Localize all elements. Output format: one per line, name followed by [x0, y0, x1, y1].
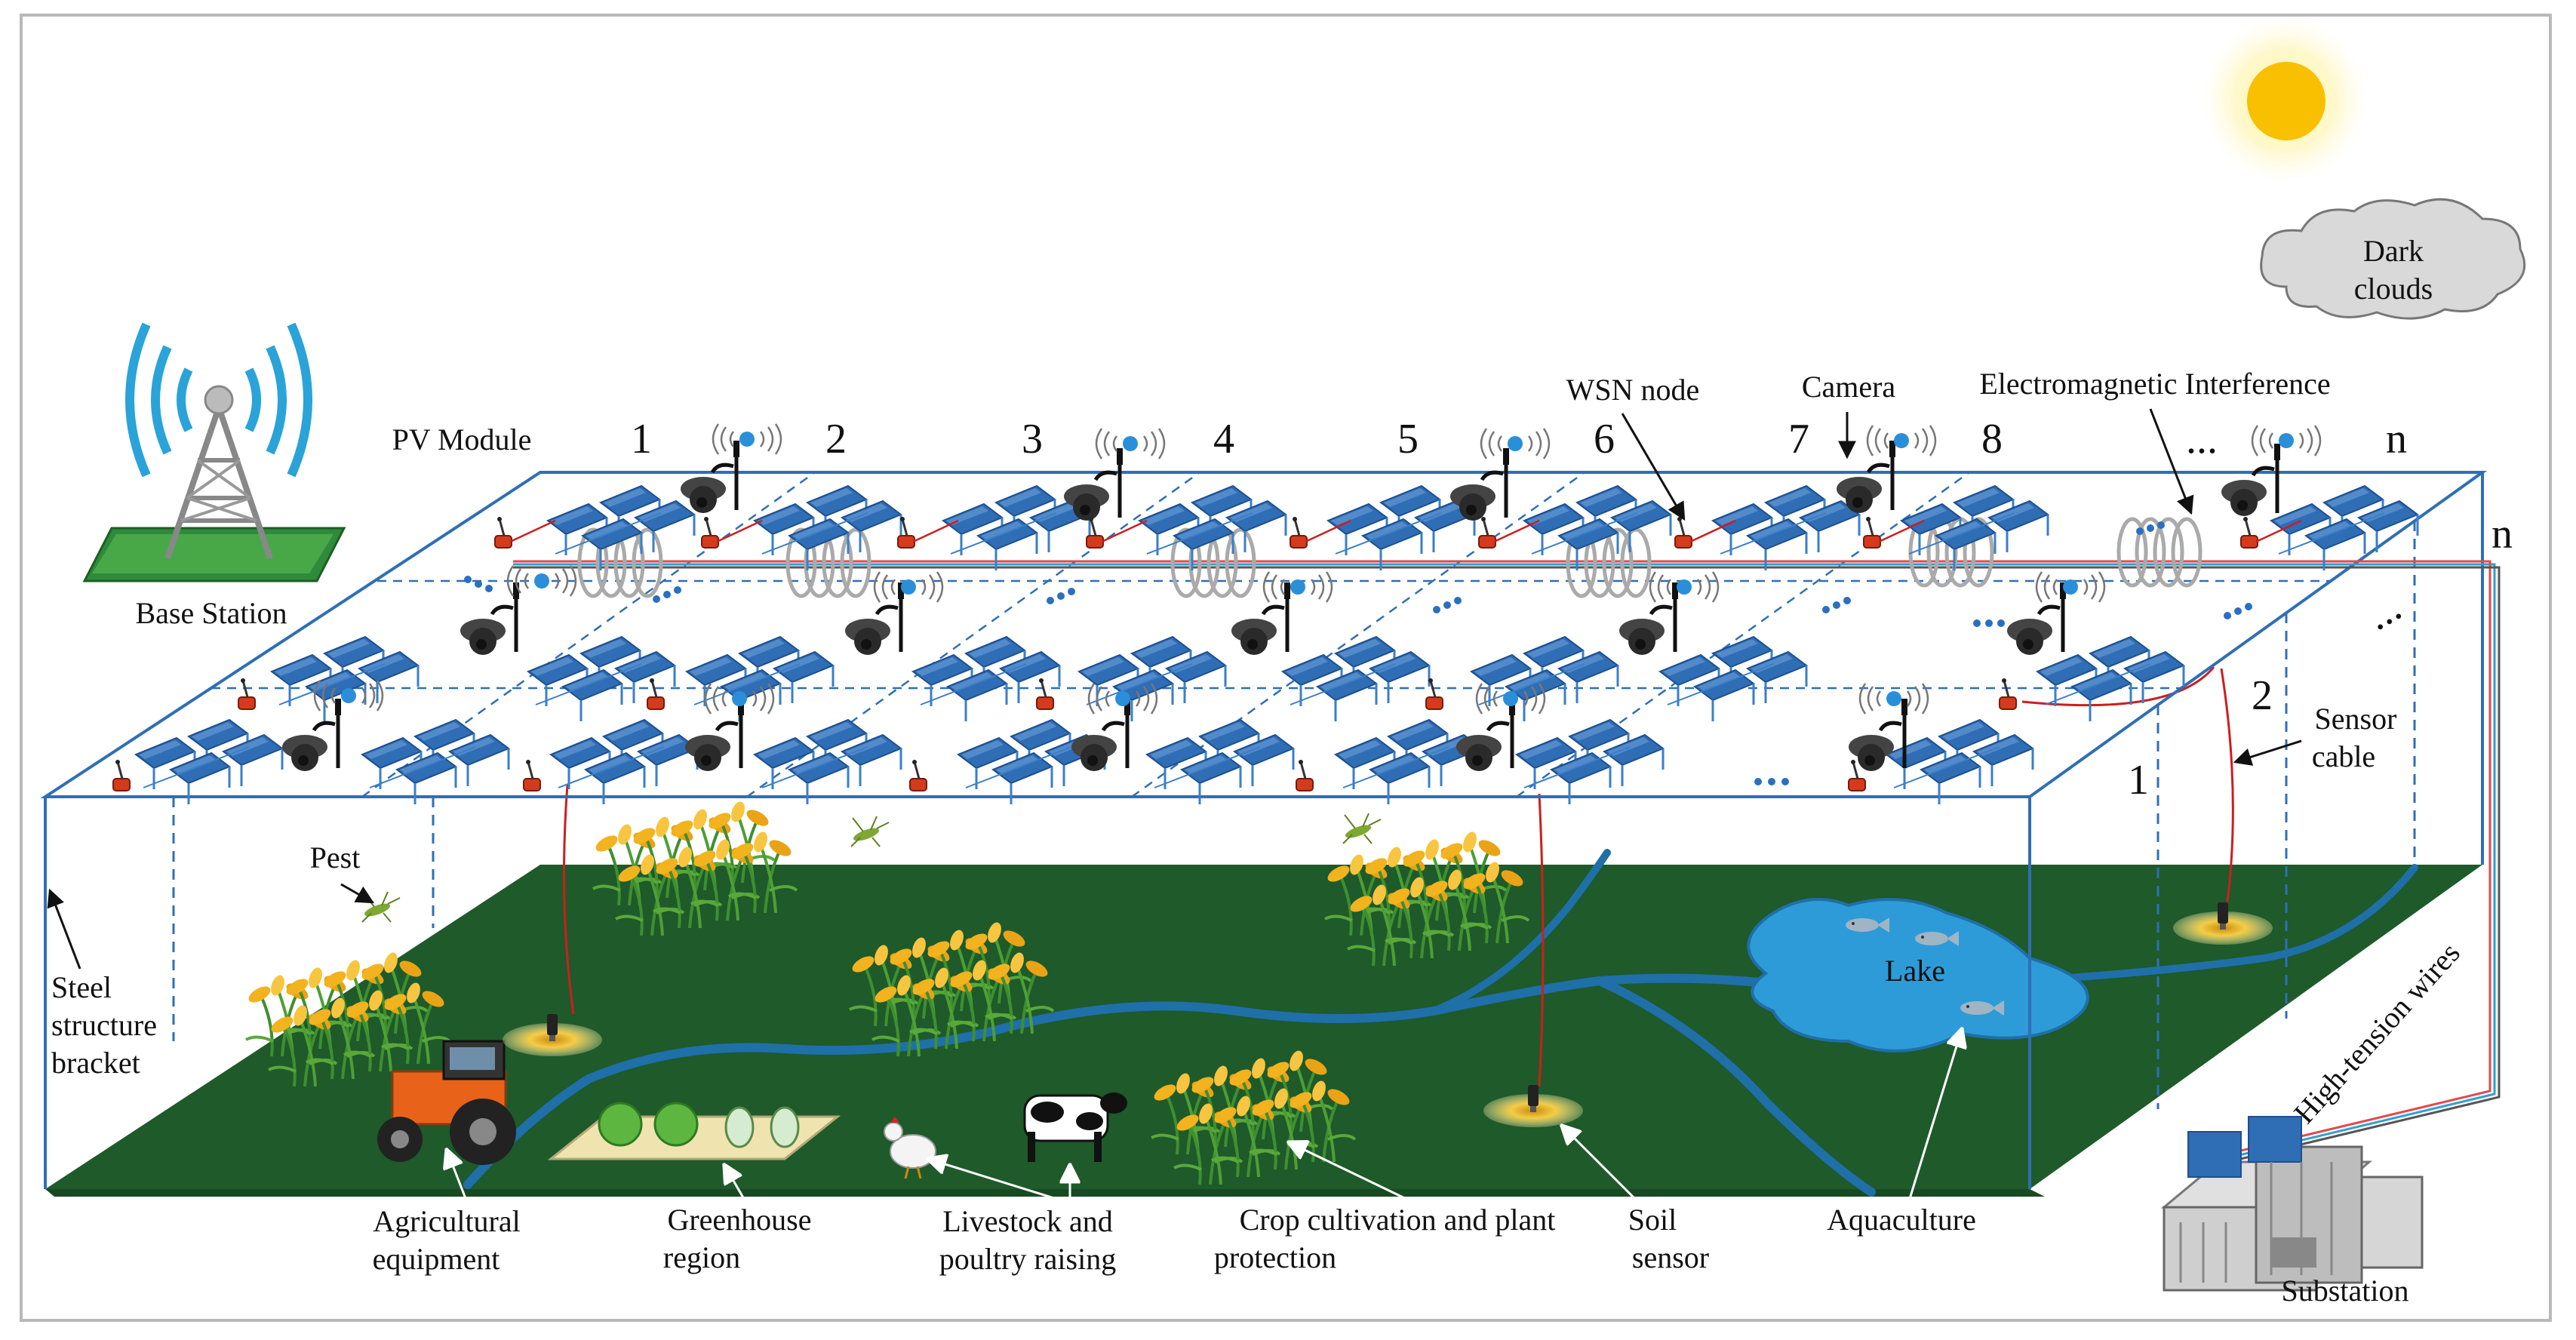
- column-numbers: 1 2 3 4 5 6 7 8 ... n: [631, 416, 2407, 463]
- column-number: 2: [825, 416, 847, 463]
- livestock-label-2: poultry raising: [939, 1242, 1116, 1276]
- wsn-node-arrow: [1621, 413, 1686, 521]
- row-number: ...: [2358, 583, 2408, 640]
- ellipsis-dots: [464, 521, 2252, 785]
- column-number: ...: [2186, 416, 2218, 463]
- substation-icon: [2160, 1116, 2424, 1292]
- base-station-icon: [82, 322, 346, 582]
- column-number: 7: [1788, 416, 1809, 463]
- column-number: 5: [1397, 416, 1419, 463]
- dark-clouds-label-1: Dark: [2363, 234, 2424, 268]
- greenhouse-label-1: Greenhouse: [667, 1203, 811, 1237]
- lake-label: Lake: [1885, 954, 1945, 988]
- steel-label-3: bracket: [51, 1046, 140, 1080]
- greenhouse-label-2: region: [663, 1240, 740, 1274]
- column-number: 6: [1594, 416, 1615, 463]
- steel-arrow: [47, 888, 81, 970]
- figure-border: [20, 14, 2552, 1322]
- pest-icon: [361, 891, 401, 923]
- camera-label: Camera: [1802, 370, 1896, 404]
- livestock-label-1: Livestock and: [942, 1204, 1113, 1238]
- aquaculture-label: Aquaculture: [1827, 1203, 1976, 1237]
- sensor-cable-arrow: [2233, 739, 2302, 766]
- row-number: 2: [2252, 672, 2273, 719]
- base-station-label: Base Station: [135, 596, 287, 630]
- column-number: 3: [1022, 416, 1043, 463]
- lake: [1747, 898, 2089, 1053]
- sun-icon: [2202, 17, 2368, 183]
- emi-arrow: [2149, 408, 2194, 515]
- high-tension-wires: [513, 560, 2501, 1166]
- river: [463, 849, 2418, 1197]
- dark-clouds-label-2: clouds: [2354, 272, 2433, 306]
- wsn-node-label: WSN node: [1566, 373, 1700, 407]
- pest-label: Pest: [310, 841, 361, 874]
- emi-label: Electromagnetic Interference: [1979, 367, 2330, 401]
- row-number: 1: [2128, 757, 2149, 804]
- soil-label-2: sensor: [1632, 1240, 1709, 1274]
- soil-label-1: Soil: [1628, 1203, 1677, 1237]
- callout-arrows: [447, 1029, 1962, 1205]
- row-number: n: [2491, 511, 2513, 558]
- agri-label-2: equipment: [373, 1242, 500, 1276]
- pest-icon: [1342, 813, 1382, 844]
- crop-label-2: protection: [1214, 1240, 1336, 1274]
- sensor-cable-label-2: cable: [2312, 739, 2375, 773]
- steel-label-2: structure: [51, 1008, 157, 1042]
- dark-clouds-icon: Dark clouds: [2260, 198, 2526, 320]
- column-number: 1: [631, 416, 652, 463]
- sensor-cables: [563, 666, 2234, 1087]
- pv-structure-frame: [40, 471, 2488, 1189]
- substation-label: Substation: [2282, 1274, 2409, 1308]
- sensor-cable-label-1: Sensor: [2315, 702, 2397, 736]
- wsn-links: [509, 519, 2302, 543]
- tractor-icon: [377, 1040, 516, 1165]
- column-number: 8: [1981, 416, 2003, 463]
- pest-arrow: [340, 883, 375, 904]
- column-number: n: [2386, 416, 2407, 463]
- crop-label-1: Crop cultivation and plant: [1240, 1203, 1556, 1237]
- agri-label-1: Agricultural: [373, 1204, 521, 1238]
- pest-icon: [850, 816, 890, 847]
- column-number: 4: [1213, 416, 1234, 463]
- cow-icon: [1023, 1093, 1127, 1162]
- steel-label-1: Steel: [51, 970, 112, 1004]
- pv-module-label: PV Module: [392, 423, 532, 456]
- greenhouse-icon: [547, 1102, 841, 1160]
